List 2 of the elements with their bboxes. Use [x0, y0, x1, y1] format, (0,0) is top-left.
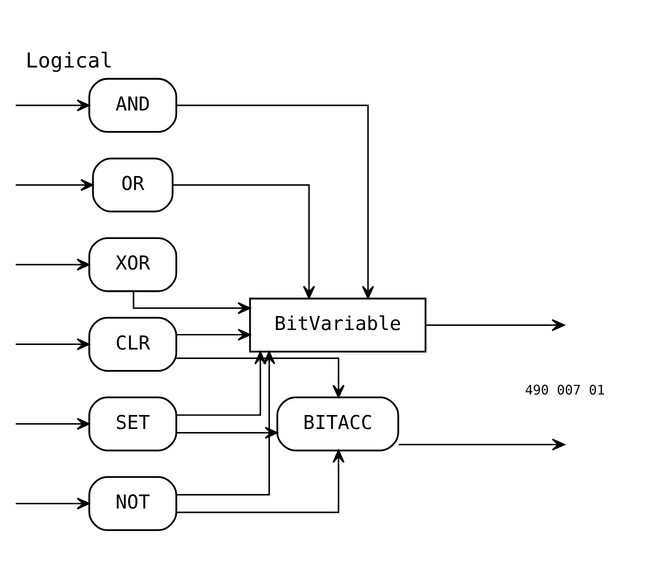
- diagram-title: Logical: [26, 48, 113, 72]
- label: 490 007 01: [524, 384, 605, 399]
